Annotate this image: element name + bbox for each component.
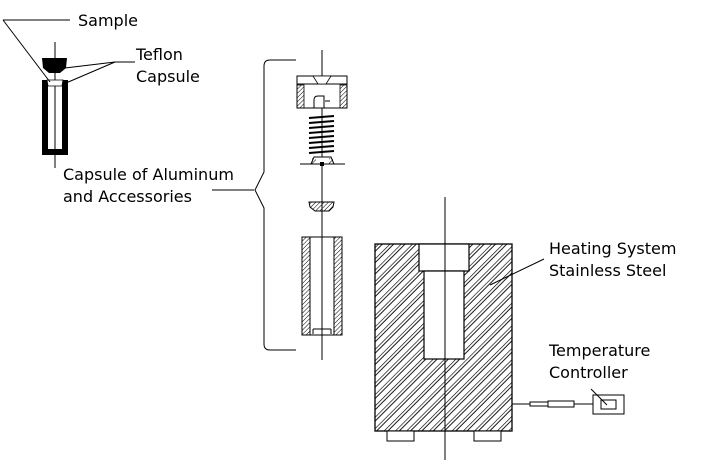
teflon-label-line2: Capsule <box>136 67 200 86</box>
thermocouple <box>512 400 593 408</box>
sample-leader <box>2 19 70 83</box>
spring <box>308 115 335 154</box>
retainer-ring <box>300 156 345 166</box>
temperature-label-line2: Controller <box>549 363 628 382</box>
block-bore <box>423 270 465 360</box>
temperature-controller-box <box>590 388 625 415</box>
curly-bracket <box>254 59 296 351</box>
heating-block <box>374 197 513 460</box>
aluminum-capsule-label-line2: and Accessories <box>63 187 192 206</box>
block-recess <box>418 243 470 272</box>
sample-disk <box>46 79 64 87</box>
heating-label-line1: Heating System <box>549 239 676 258</box>
aluminum-capsule-parts <box>296 50 348 360</box>
aluminum-capsule-label-line1: Capsule of Aluminum <box>63 165 234 184</box>
block-foot-left <box>386 430 415 442</box>
teflon-label-line1: Teflon <box>135 45 183 64</box>
teflon-lid <box>42 58 67 73</box>
aluminum-tube <box>301 236 343 336</box>
heating-leader <box>489 258 545 286</box>
teflon-capsule-assembly <box>42 42 68 168</box>
plug <box>308 201 335 212</box>
sample-label: Sample <box>78 11 138 30</box>
teflon-leader <box>64 61 135 84</box>
heating-label-line2: Stainless Steel <box>549 261 666 280</box>
aluminum-cap <box>296 75 348 109</box>
temperature-label-line1: Temperature <box>548 341 650 360</box>
block-foot-right <box>473 430 502 442</box>
